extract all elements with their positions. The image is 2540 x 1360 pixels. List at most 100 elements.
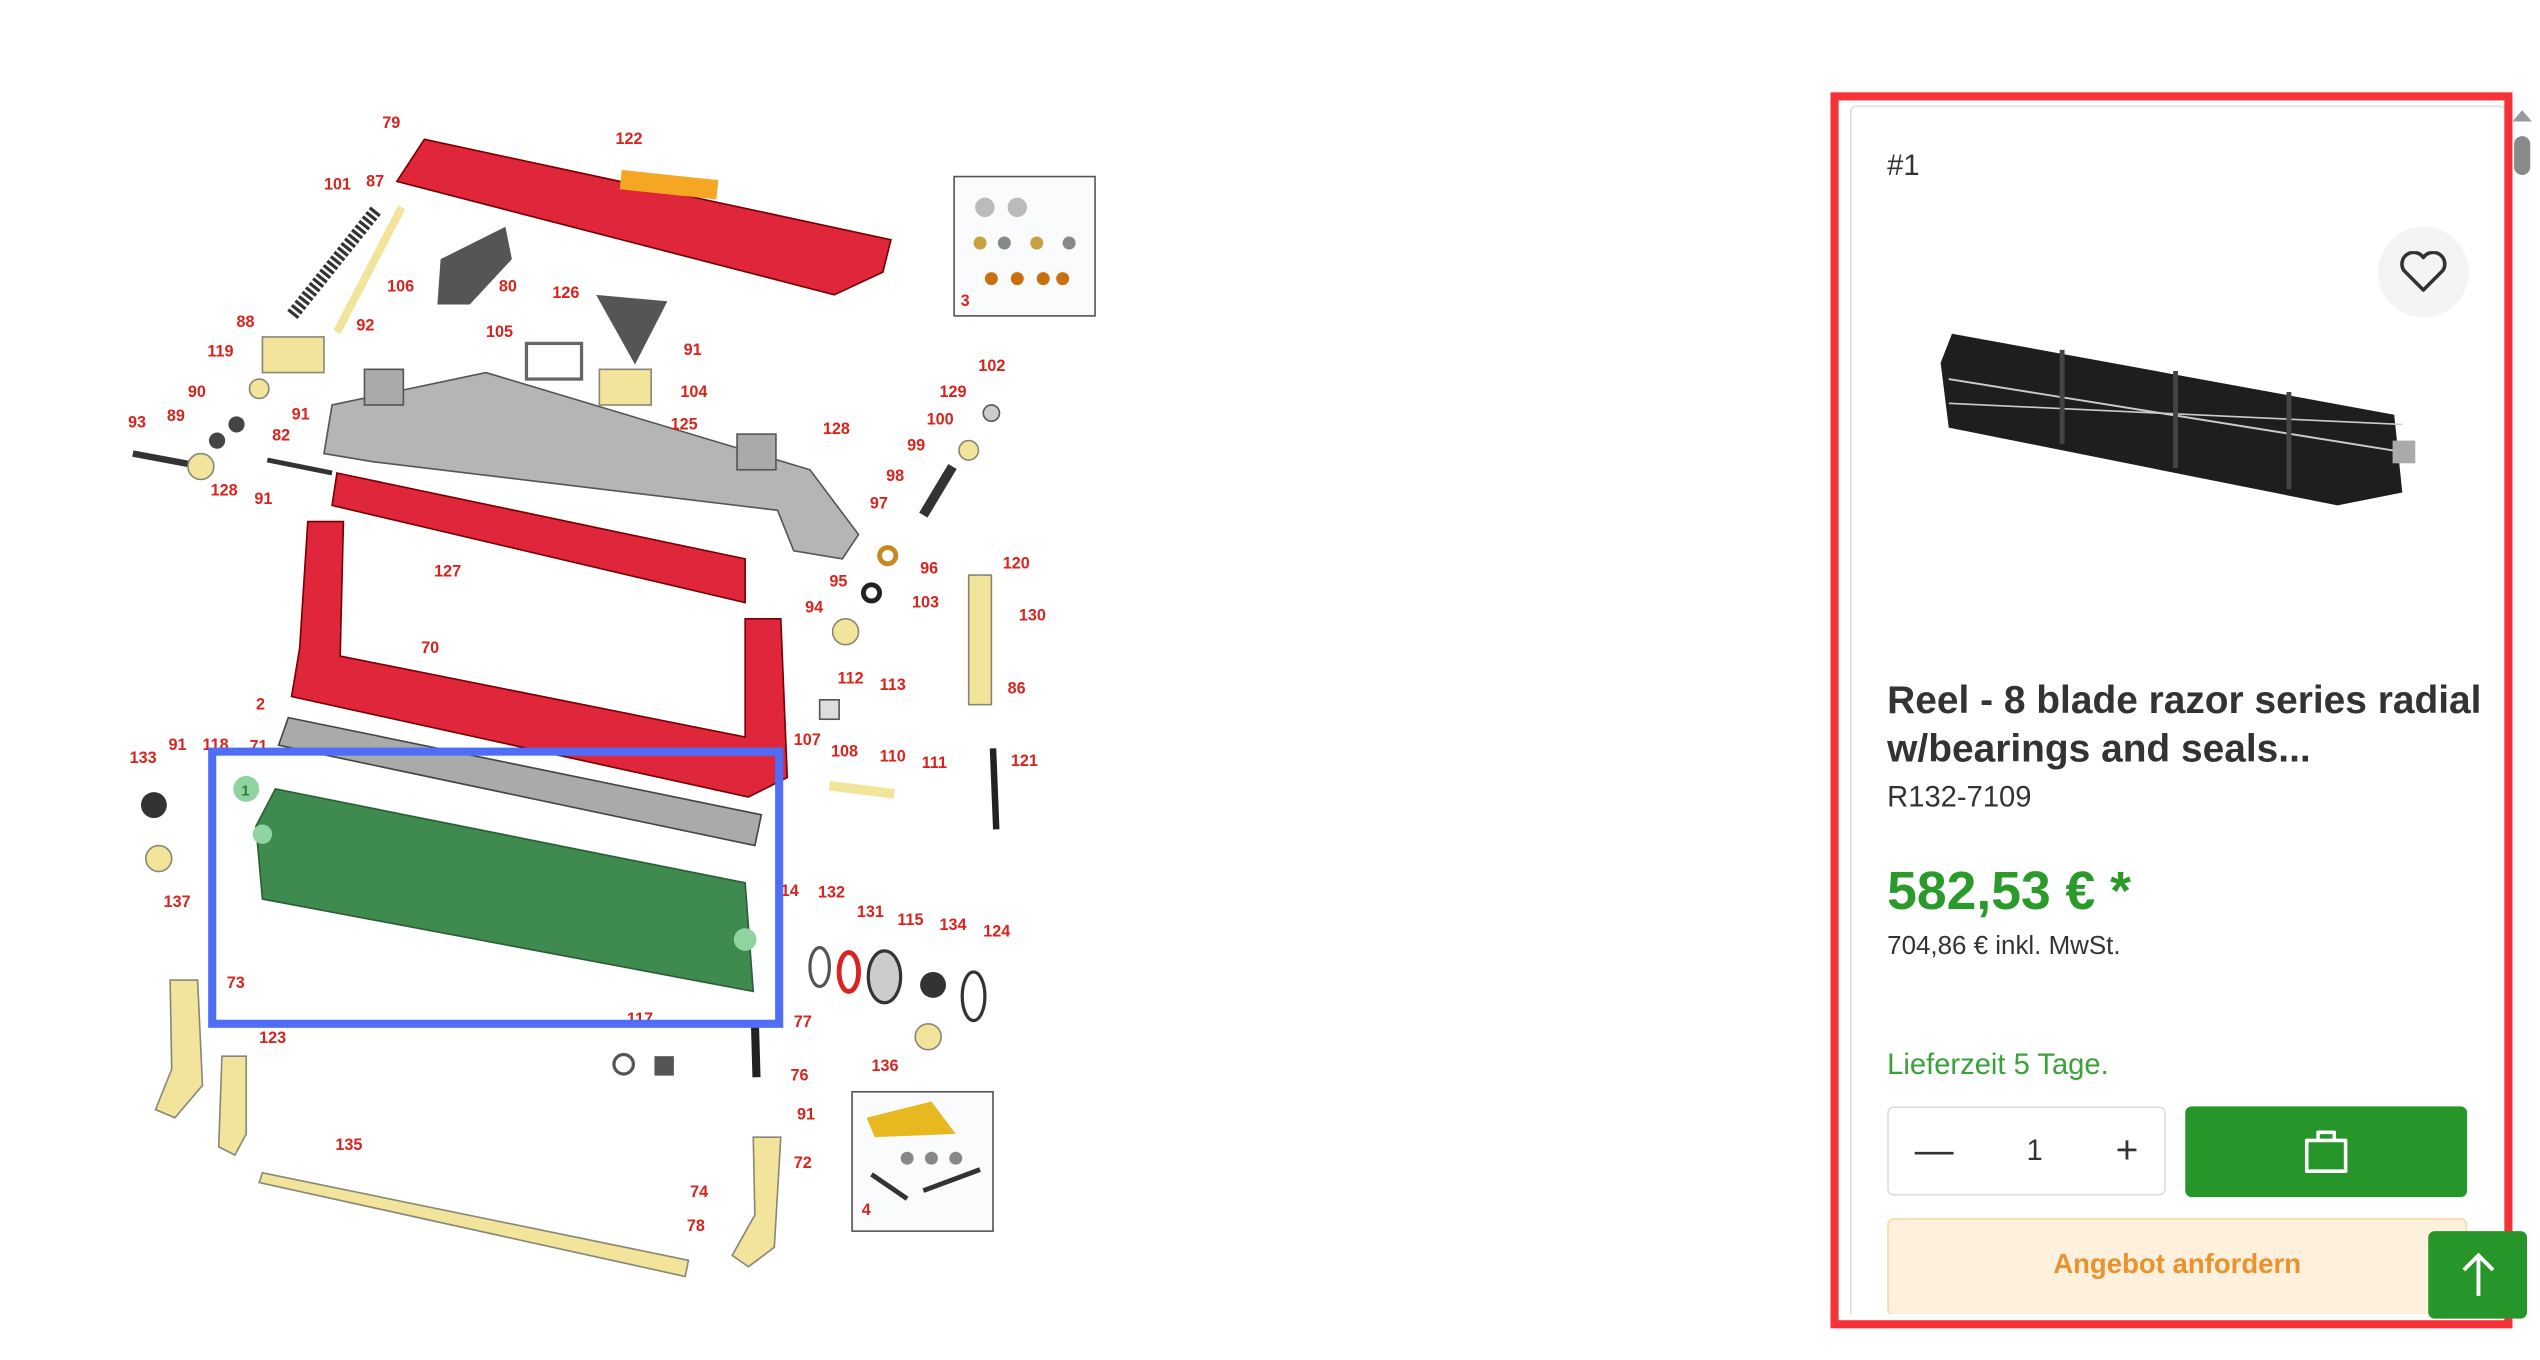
part-73[interactable] <box>154 979 204 1119</box>
part-90[interactable] <box>208 432 226 449</box>
part-94[interactable] <box>831 617 860 646</box>
callout-134[interactable]: 134 <box>940 916 967 934</box>
scrollbar-thumb[interactable] <box>2514 136 2531 175</box>
callout-91[interactable]: 91 <box>168 736 186 754</box>
part-131[interactable] <box>836 950 861 994</box>
part-110[interactable] <box>828 780 895 799</box>
part-117[interactable] <box>612 1052 636 1076</box>
part-96[interactable] <box>877 545 899 567</box>
callout-115[interactable]: 115 <box>897 911 923 929</box>
callout-102[interactable]: 102 <box>978 357 1005 375</box>
callout-99[interactable]: 99 <box>907 436 925 454</box>
callout-107[interactable]: 107 <box>794 731 821 749</box>
part-135[interactable] <box>258 1171 690 1278</box>
callout-70[interactable]: 70 <box>421 639 439 657</box>
part-105[interactable] <box>524 341 584 381</box>
part-115[interactable] <box>866 949 903 1005</box>
part-89[interactable] <box>187 452 215 481</box>
product-title[interactable]: Reel - 8 blade razor series radial w/bea… <box>1887 678 2482 772</box>
part-reel[interactable] <box>255 787 755 993</box>
callout-96[interactable]: 96 <box>920 559 938 577</box>
callout-72[interactable]: 72 <box>794 1154 812 1172</box>
part-124[interactable] <box>960 970 987 1023</box>
callout-104[interactable]: 104 <box>680 383 707 401</box>
part-top-plate[interactable] <box>395 138 892 296</box>
callout-79[interactable]: 79 <box>382 114 400 132</box>
callout-87[interactable]: 87 <box>366 172 384 190</box>
part-133[interactable] <box>140 792 167 819</box>
hotspot-badge[interactable] <box>233 775 260 802</box>
part-116[interactable] <box>654 1056 674 1076</box>
part-spring[interactable] <box>286 206 381 320</box>
part-99[interactable] <box>919 464 957 518</box>
callout-73[interactable]: 73 <box>227 974 245 992</box>
callout-112[interactable]: 112 <box>837 670 863 688</box>
callout-101[interactable]: 101 <box>324 176 351 194</box>
minus-icon[interactable]: — <box>1914 1128 1954 1172</box>
callout-90[interactable]: 90 <box>188 383 206 401</box>
callout-131[interactable]: 131 <box>857 903 884 921</box>
callout-126[interactable]: 126 <box>552 284 579 302</box>
callout-91[interactable]: 91 <box>292 406 310 424</box>
callout-100[interactable]: 100 <box>927 410 954 428</box>
product-image[interactable] <box>1933 314 2427 516</box>
callout-77[interactable]: 77 <box>794 1013 812 1031</box>
plus-icon[interactable]: + <box>2115 1128 2139 1172</box>
callout-128[interactable]: 128 <box>823 420 850 438</box>
callout-92[interactable]: 92 <box>356 316 374 334</box>
callout-128[interactable]: 128 <box>211 482 238 500</box>
part-119[interactable] <box>248 378 270 400</box>
callout-119[interactable]: 119 <box>207 342 233 360</box>
callout-108[interactable]: 108 <box>831 742 858 760</box>
part-126[interactable] <box>596 294 668 365</box>
part-90b[interactable] <box>228 416 245 433</box>
scrollbar-up-arrow[interactable] <box>2512 110 2532 122</box>
callout-133[interactable]: 133 <box>130 749 157 767</box>
part-136[interactable] <box>914 1022 942 1051</box>
callout-113[interactable]: 113 <box>880 676 906 694</box>
callout-14[interactable]: 14 <box>781 882 799 900</box>
callout-103[interactable]: 103 <box>912 593 939 611</box>
part-95[interactable] <box>860 582 883 604</box>
part-130[interactable] <box>967 574 993 706</box>
callout-86[interactable]: 86 <box>1008 679 1026 697</box>
part-127[interactable] <box>331 472 746 604</box>
callout-89[interactable]: 89 <box>167 407 185 425</box>
callout-132[interactable]: 132 <box>818 883 845 901</box>
callout-136[interactable]: 136 <box>872 1057 899 1075</box>
callout-106[interactable]: 106 <box>387 278 414 296</box>
part-123[interactable] <box>217 1055 248 1157</box>
callout-124[interactable]: 124 <box>983 922 1010 940</box>
part-70[interactable] <box>290 520 789 798</box>
callout-91[interactable]: 91 <box>684 341 702 359</box>
callout-82[interactable]: 82 <box>272 427 290 445</box>
part-102[interactable] <box>982 404 1001 422</box>
callout-76[interactable]: 76 <box>791 1066 809 1084</box>
callout-4[interactable]: 4 <box>862 1201 871 1219</box>
part-121[interactable] <box>989 748 1000 830</box>
add-to-cart-button[interactable] <box>2185 1106 2468 1198</box>
part-88[interactable] <box>261 336 325 374</box>
callout-123[interactable]: 123 <box>259 1029 286 1047</box>
callout-94[interactable]: 94 <box>805 598 823 616</box>
scroll-to-top-button[interactable] <box>2428 1231 2528 1319</box>
part-132[interactable] <box>808 946 832 989</box>
part-100[interactable] <box>958 439 980 461</box>
part-80[interactable] <box>437 226 512 305</box>
quantity-input[interactable]: 1 <box>2026 1133 2043 1167</box>
part-77[interactable] <box>750 1020 761 1078</box>
callout-2[interactable]: 2 <box>256 696 265 714</box>
callout-110[interactable]: 110 <box>880 747 906 765</box>
callout-120[interactable]: 120 <box>1003 555 1030 573</box>
callout-80[interactable]: 80 <box>499 278 517 296</box>
part-72[interactable] <box>731 1136 782 1268</box>
callout-91[interactable]: 91 <box>797 1105 815 1123</box>
callout-74[interactable]: 74 <box>690 1183 708 1201</box>
callout-122[interactable]: 122 <box>616 130 643 148</box>
callout-93[interactable]: 93 <box>128 414 146 432</box>
callout-88[interactable]: 88 <box>237 313 255 331</box>
part-frame[interactable] <box>323 371 860 560</box>
part-112[interactable] <box>818 698 840 721</box>
callout-98[interactable]: 98 <box>886 467 904 485</box>
callout-125[interactable]: 125 <box>671 415 698 433</box>
